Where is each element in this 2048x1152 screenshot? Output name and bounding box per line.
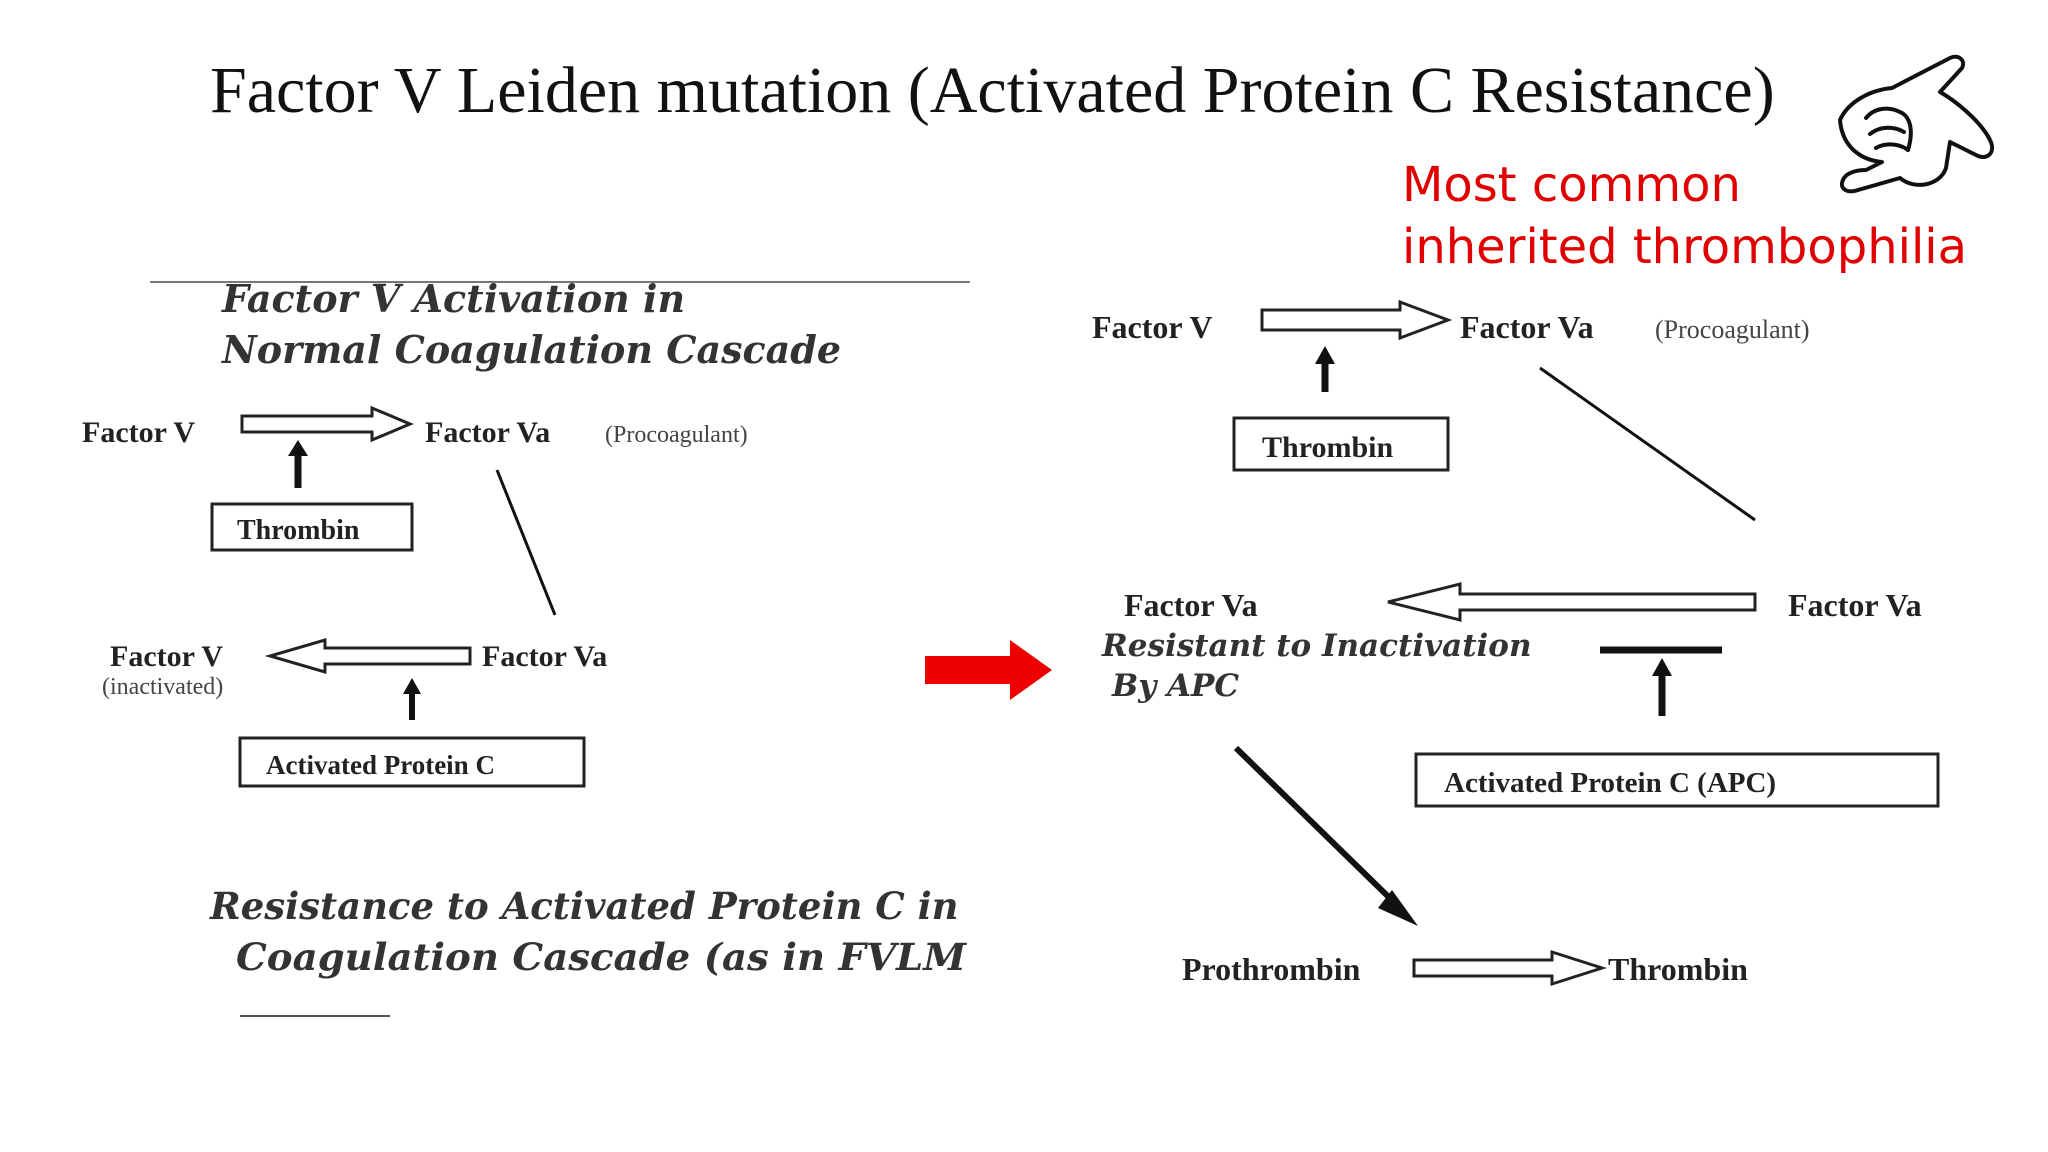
slide-title: Factor V Leiden mutation (Activated Prot…: [210, 54, 1775, 127]
left-diagonal-line: [495, 469, 557, 616]
left-thrombin-label: Thrombin: [237, 515, 360, 546]
right-inactivation-arrow: [1387, 582, 1757, 622]
note-line-1: Most common: [1402, 157, 1741, 213]
left-inactivated: (inactivated): [102, 674, 223, 700]
right-thrombin-label: Thrombin: [1262, 431, 1393, 464]
right-apc-box: [1414, 752, 1940, 808]
left-factor-v-2: Factor V: [110, 640, 223, 673]
transition-arrow-icon: [925, 640, 1052, 700]
left-procoagulant: (Procoagulant): [605, 422, 748, 448]
left-heading2-line-1: Resistance to Activated Protein C in: [209, 884, 959, 928]
right-factor-v: Factor V: [1092, 309, 1213, 345]
right-thrombin: Thrombin: [1608, 951, 1748, 987]
left-factor-v: Factor V: [82, 416, 195, 449]
left-factor-va: Factor Va: [425, 416, 550, 449]
right-factor-va-left: Factor Va: [1124, 587, 1258, 623]
thrombophilia-note: Most common inherited thrombophilia: [1402, 154, 1967, 278]
right-inhibition-bar: [1600, 646, 1722, 716]
left-heading2-line-2: Coagulation Cascade (as in FVLM: [236, 935, 967, 979]
left-thrombin-box: [210, 502, 414, 552]
right-thrombin-box: [1232, 416, 1450, 472]
pointing-hand-icon: [1838, 54, 1995, 194]
right-apc-label: Activated Protein C (APC): [1444, 767, 1776, 799]
left-apc-up-arrow: [403, 678, 421, 720]
right-factor-va: Factor Va: [1460, 309, 1594, 345]
right-factor-va-right: Factor Va: [1788, 587, 1922, 623]
left-inactivation-arrow: [264, 638, 472, 674]
right-thrombin-up-arrow: [1315, 346, 1335, 392]
right-prothrombin: Prothrombin: [1182, 951, 1361, 987]
right-resistant-line-2: By APC: [1111, 668, 1239, 704]
left-heading-line-1: Factor V Activation in: [221, 276, 685, 321]
right-prothrombin-arrow: [1412, 949, 1607, 987]
right-diagonal-line: [1539, 366, 1756, 522]
left-factor-va-2: Factor Va: [482, 640, 607, 673]
right-resistant-line-1: Resistant to Inactivation: [1101, 628, 1532, 664]
right-diagonal-arrow: [1233, 745, 1418, 926]
left-apc-box: [238, 736, 586, 788]
left-heading-line-2: Normal Coagulation Cascade: [221, 327, 841, 372]
left-apc-label: Activated Protein C: [266, 750, 495, 780]
note-line-2: inherited thrombophilia: [1402, 219, 1968, 275]
left-thrombin-up-arrow: [288, 440, 308, 488]
right-activation-arrow: [1260, 299, 1453, 341]
left-activation-arrow: [240, 405, 414, 443]
right-procoagulant: (Procoagulant): [1655, 315, 1810, 344]
